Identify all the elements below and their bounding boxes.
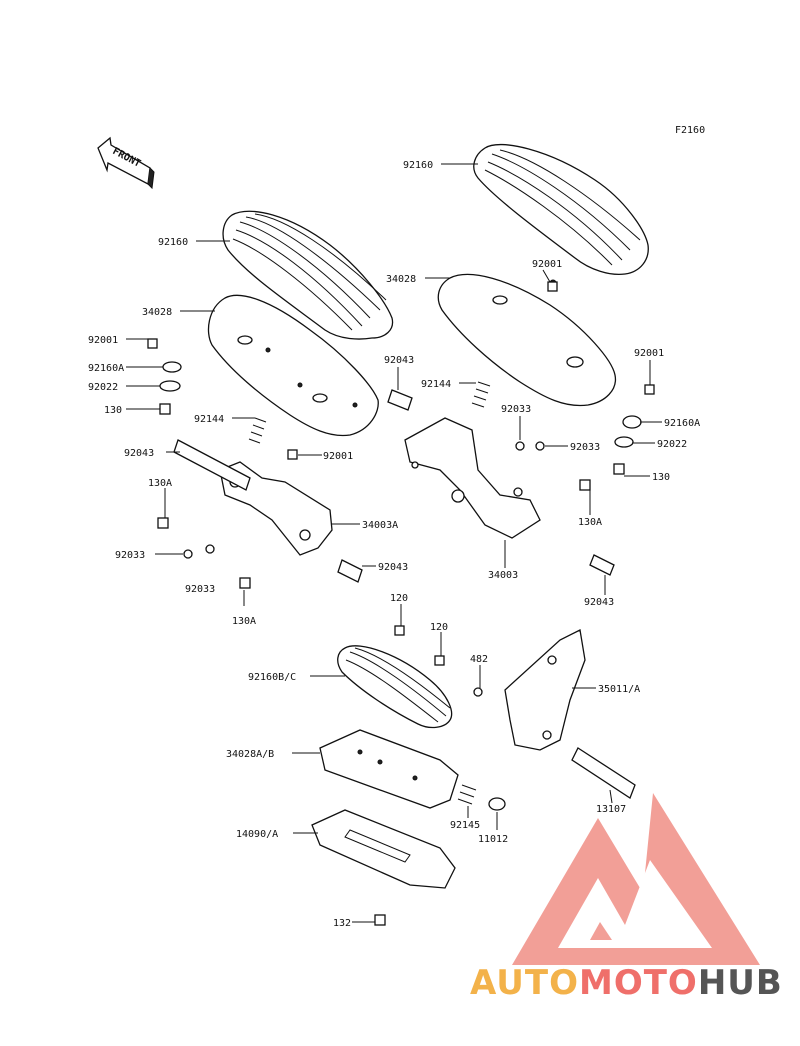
left-floorboard-pad bbox=[222, 210, 394, 340]
label-92043-right-a: 92043 bbox=[384, 355, 414, 366]
label-92022-left: 92022 bbox=[88, 382, 118, 393]
label-34028AB: 34028A/B bbox=[226, 749, 274, 760]
label-92160-left: 92160 bbox=[158, 237, 188, 248]
label-92160A-left: 92160A bbox=[88, 363, 124, 374]
automotohub-logo bbox=[512, 793, 760, 965]
label-92001-right-a: 92001 bbox=[532, 259, 562, 270]
right-pin-92043 bbox=[387, 389, 615, 576]
passenger-pivot-pin-13107 bbox=[571, 747, 636, 799]
label-34003: 34003 bbox=[488, 570, 518, 581]
label-130-left: 130 bbox=[104, 405, 122, 416]
passenger-rubber-14090A bbox=[311, 809, 456, 889]
label-92033-right-b: 92033 bbox=[570, 442, 600, 453]
label-34028-left: 34028 bbox=[142, 307, 172, 318]
watermark-part3: HUB bbox=[698, 963, 783, 1003]
label-92160A-right: 92160A bbox=[664, 418, 700, 429]
label-11012: 11012 bbox=[478, 834, 508, 845]
passenger-spring-92145 bbox=[457, 784, 477, 805]
label-92033-left-a: 92033 bbox=[115, 550, 145, 561]
watermark-text: AUTOMOTOHUB bbox=[470, 963, 783, 1003]
label-92022-right: 92022 bbox=[657, 439, 687, 450]
label-482: 482 bbox=[470, 654, 488, 665]
label-92043-left-a: 92043 bbox=[124, 448, 154, 459]
watermark-part2: MOTO bbox=[579, 963, 698, 1003]
watermark-part1: AUTO bbox=[470, 963, 579, 1003]
label-92043-left-b: 92043 bbox=[378, 562, 408, 573]
left-fasteners bbox=[147, 338, 298, 589]
label-130A-left-b: 130A bbox=[232, 616, 256, 627]
label-14090A: 14090/A bbox=[236, 829, 278, 840]
label-34003A: 34003A bbox=[362, 520, 398, 531]
right-floorboard-bracket bbox=[437, 273, 617, 407]
label-92144-right: 92144 bbox=[421, 379, 451, 390]
label-92001-left-a: 92001 bbox=[88, 335, 118, 346]
label-92001-right-b: 92001 bbox=[634, 348, 664, 359]
label-130-right: 130 bbox=[652, 472, 670, 483]
left-floorboard-bracket bbox=[207, 294, 379, 437]
label-130A-left-a: 130A bbox=[148, 478, 172, 489]
passenger-floorboard-pad bbox=[337, 645, 453, 729]
label-120-a: 120 bbox=[390, 593, 408, 604]
label-34028-right: 34028 bbox=[386, 274, 416, 285]
label-92160-right: 92160 bbox=[403, 160, 433, 171]
passenger-floorboard-base bbox=[319, 729, 459, 809]
right-spring-92144 bbox=[471, 381, 491, 408]
label-92145: 92145 bbox=[450, 820, 480, 831]
label-13107: 13107 bbox=[596, 804, 626, 815]
left-spring-92144 bbox=[248, 417, 267, 444]
leader-lines bbox=[126, 163, 662, 923]
label-92043-right-b: 92043 bbox=[584, 597, 614, 608]
passenger-collar-11012 bbox=[488, 797, 506, 811]
label-92160BC: 92160B/C bbox=[248, 672, 296, 683]
label-92144-left: 92144 bbox=[194, 414, 224, 425]
part-number-labels: 92160 34028 92001 92160A 92022 130 92144… bbox=[88, 160, 700, 929]
right-fasteners bbox=[515, 281, 655, 491]
front-arrow-icon: FRONT bbox=[97, 136, 155, 190]
right-footpeg-bracket-34003 bbox=[404, 417, 541, 539]
right-floorboard-pad bbox=[473, 143, 649, 276]
label-92033-left-b: 92033 bbox=[185, 584, 215, 595]
passenger-fasteners bbox=[374, 625, 483, 926]
label-120-b: 120 bbox=[430, 622, 448, 633]
left-pin-92043-b bbox=[337, 559, 363, 583]
passenger-bracket-35011A bbox=[504, 629, 586, 751]
diagram-code: F2160 bbox=[675, 125, 705, 136]
left-footpeg-bracket-34003A bbox=[173, 439, 333, 556]
label-92033-right-a: 92033 bbox=[501, 404, 531, 415]
label-130A-right: 130A bbox=[578, 517, 602, 528]
label-92001-left-b: 92001 bbox=[323, 451, 353, 462]
label-132: 132 bbox=[333, 918, 351, 929]
label-35011A: 35011/A bbox=[598, 684, 640, 695]
